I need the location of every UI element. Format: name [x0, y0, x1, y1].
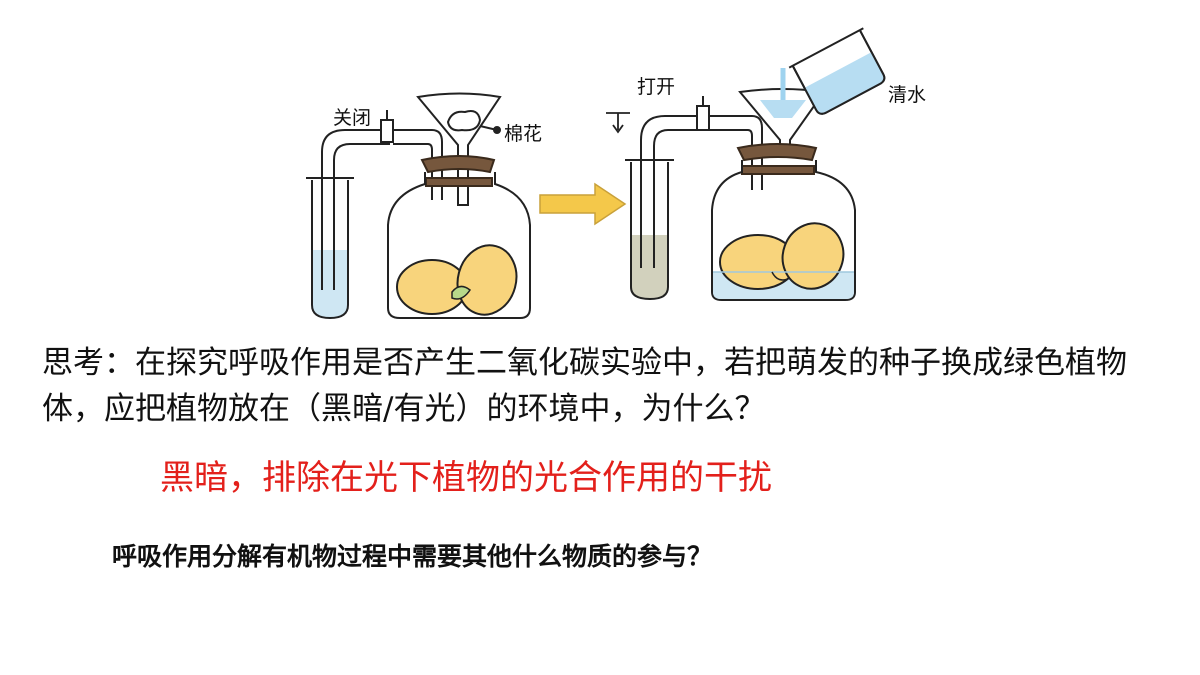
left-funnel	[416, 92, 502, 206]
flow-down-arrow	[606, 112, 630, 130]
label-water: 清水	[888, 84, 927, 106]
left-stopper	[420, 155, 496, 174]
label-closed: 关闭	[333, 107, 372, 129]
beaker	[788, 27, 886, 115]
question-text: 思考：在探究呼吸作用是否产生二氧化碳实验中，若把萌发的种子换成绿色植物体，应把植…	[42, 345, 1127, 427]
left-jar	[387, 172, 531, 319]
left-apparatus	[306, 92, 531, 320]
label-cotton: 棉花	[504, 123, 543, 145]
left-bent-tube	[321, 129, 390, 290]
right-test-tube	[625, 159, 674, 301]
left-test-tube	[306, 177, 354, 320]
right-arrow	[539, 182, 627, 226]
valve-closed	[380, 119, 394, 143]
follow-up-question: 呼吸作用分解有机物过程中需要其他什么物质的参与？	[112, 542, 713, 571]
label-open: 打开	[637, 76, 676, 98]
answer-text: 黑暗，排除在光下植物的光合作用的干扰	[160, 458, 772, 498]
right-bent-tube	[640, 115, 698, 268]
experiment-diagram	[306, 27, 886, 320]
right-jar	[711, 160, 856, 301]
cotton	[446, 110, 482, 132]
seed	[456, 244, 518, 316]
valve-open	[696, 105, 710, 131]
right-apparatus	[606, 27, 886, 301]
right-stopper	[736, 143, 818, 162]
